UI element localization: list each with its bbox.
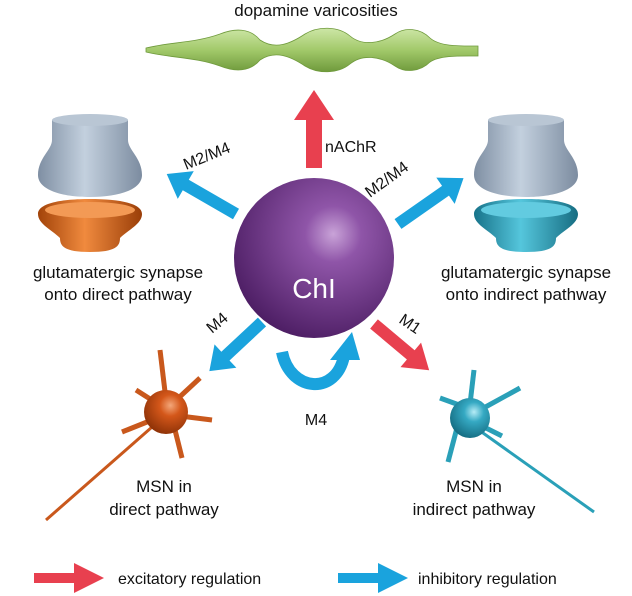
m1-arrow [370,319,430,371]
dopamine-varicosities [145,27,479,73]
msn-indirect-label-1: MSN in [446,477,502,496]
msn-direct [45,349,213,522]
m2m4-left-arrow [166,171,239,220]
msn-indirect [439,369,595,514]
legend-inhibitory-label: inhibitory regulation [418,571,557,588]
dopamine-label: dopamine varicosities [234,1,397,20]
msn-indirect-label-2: indirect pathway [413,500,536,519]
glut-indirect-label-2: onto indirect pathway [446,285,607,304]
m2m4-right-label: M2/M4 [362,159,412,202]
glutamatergic-synapse-indirect [474,114,578,252]
msn-direct-label-2: direct pathway [109,500,219,519]
legend: excitatory regulation inhibitory regulat… [34,563,557,593]
m1-label: M1 [396,311,424,338]
legend-inhibitory-arrow [338,563,408,593]
glut-direct-label-1: glutamatergic synapse [33,263,203,282]
m4-autoreceptor-arrow [276,332,360,390]
m4-left-arrow [209,317,267,372]
m2m4-right-arrow [394,177,464,229]
nachr-arrow [294,90,334,168]
legend-excitatory-arrow [34,563,104,593]
chi-neuron [234,178,394,338]
m4-left-label: M4 [204,310,232,337]
glutamatergic-synapse-direct [38,114,142,252]
chi-label: ChI [292,273,336,304]
nachr-label: nAChR [325,139,377,156]
m2m4-left-label: M2/M4 [181,140,233,174]
glut-indirect-label-1: glutamatergic synapse [441,263,611,282]
msn-direct-label-1: MSN in [136,477,192,496]
m4-autoreceptor-label: M4 [305,412,327,429]
glut-direct-label-2: onto direct pathway [44,285,192,304]
legend-excitatory-label: excitatory regulation [118,571,261,588]
